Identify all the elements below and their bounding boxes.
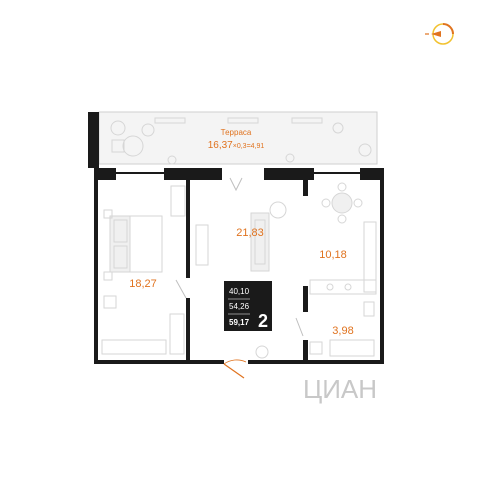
living-area-total: 40,10 — [229, 287, 250, 296]
total-area: 54,26 — [229, 302, 250, 311]
summary-box: 40,10 54,26 59,17 2 — [224, 281, 272, 331]
walls — [94, 168, 384, 364]
total-with-terrace: 59,17 — [229, 318, 250, 327]
entrance-door — [223, 359, 247, 379]
bathroom-area: 3,98 — [332, 325, 353, 337]
terrace-area: 16,37 — [208, 140, 233, 151]
terrace — [88, 111, 378, 168]
terrace-formula: ×0,3=4,91 — [233, 143, 265, 150]
furniture — [101, 182, 377, 359]
room-count: 2 — [258, 311, 268, 331]
compass-icon — [425, 23, 454, 45]
watermark: ЦИАН — [303, 374, 377, 404]
living-area: 21,83 — [236, 227, 264, 239]
terrace-label: Терраса — [221, 128, 252, 137]
doors — [175, 177, 304, 337]
terrace-area-line: 16,37×0,3=4,91 — [208, 140, 265, 151]
kitchen-area: 10,18 — [319, 249, 347, 261]
bedroom-area: 18,27 — [129, 278, 157, 290]
